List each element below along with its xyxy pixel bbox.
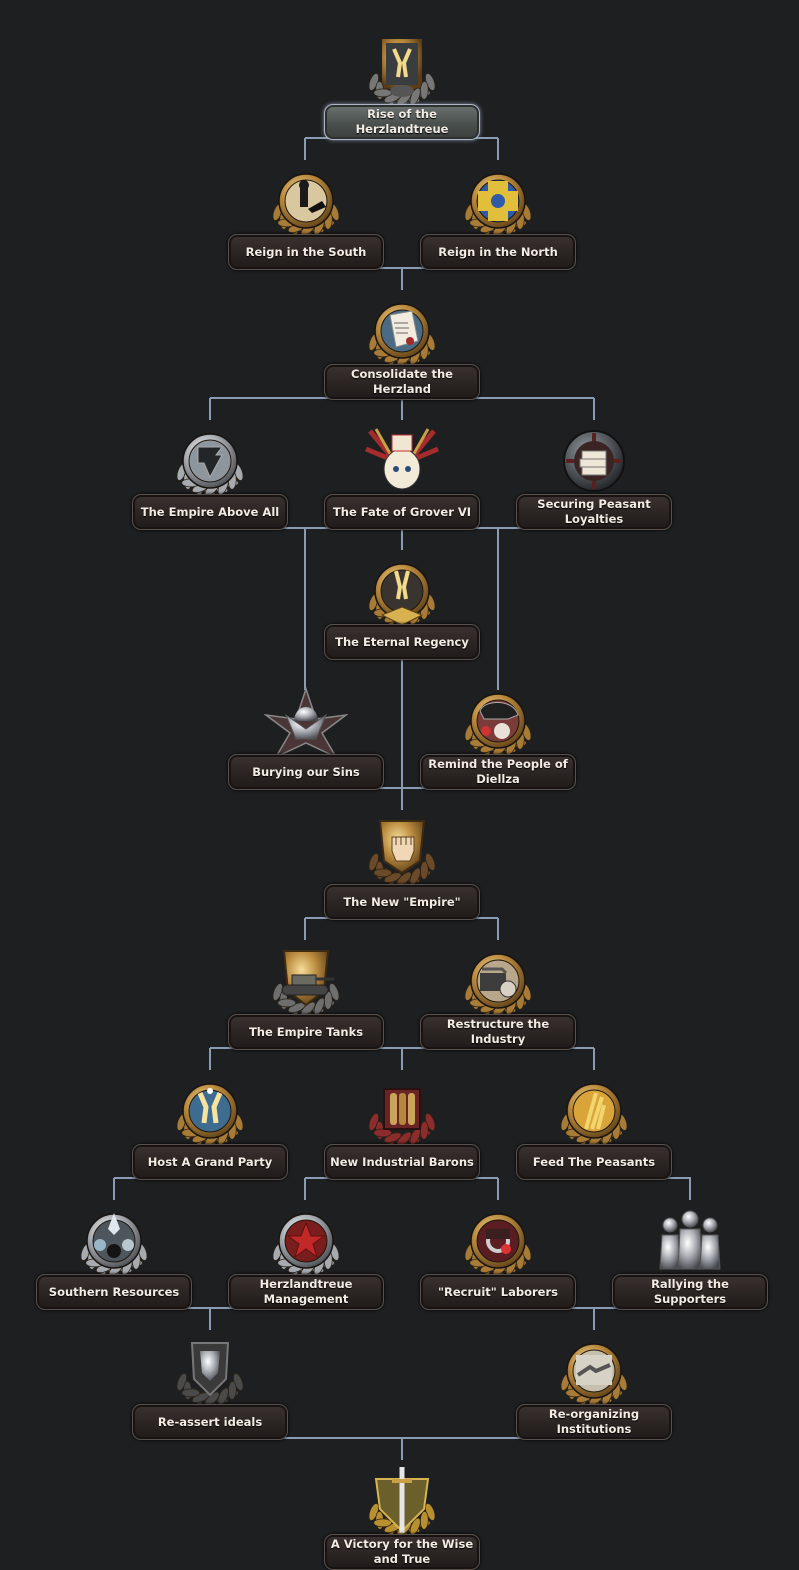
focus-label[interactable]: Host A Grand Party xyxy=(132,1144,288,1180)
focus-label[interactable]: Securing Peasant Loyalties xyxy=(516,494,672,530)
focus-label[interactable]: Remind the People of Diellza xyxy=(420,754,576,790)
focus-label[interactable]: Reign in the South xyxy=(228,234,384,270)
blue-flag-emblem-icon[interactable] xyxy=(456,165,540,237)
focus-label[interactable]: Rise of the Herzlandtreue xyxy=(324,104,480,140)
tank-icon[interactable] xyxy=(264,945,348,1017)
focus-label[interactable]: Reign in the North xyxy=(420,234,576,270)
focus-label[interactable]: Restructure the Industry xyxy=(420,1014,576,1050)
chess-pieces-icon[interactable] xyxy=(264,165,348,237)
focus-label[interactable]: The Empire Above All xyxy=(132,494,288,530)
machinery-icon[interactable] xyxy=(456,945,540,1017)
focus-label[interactable]: Southern Resources xyxy=(36,1274,192,1310)
paper-stack-icon[interactable] xyxy=(552,425,636,497)
focus-label[interactable]: The Eternal Regency xyxy=(324,624,480,660)
focus-label[interactable]: Consolidate the Herzland xyxy=(324,364,480,400)
artillery-shells-icon[interactable] xyxy=(360,1075,444,1147)
focus-label[interactable]: "Recruit" Laborers xyxy=(420,1274,576,1310)
champagne-toast-icon[interactable] xyxy=(168,1075,252,1147)
crystals-icon[interactable] xyxy=(72,1205,156,1277)
focus-label[interactable]: Rallying the Supporters xyxy=(612,1274,768,1310)
wheat-icon[interactable] xyxy=(552,1075,636,1147)
iron-shield-icon[interactable] xyxy=(168,1335,252,1407)
focus-label[interactable]: New Industrial Barons xyxy=(324,1144,480,1180)
focus-label[interactable]: Feed The Peasants xyxy=(516,1144,672,1180)
pony-portrait-icon[interactable] xyxy=(360,425,444,497)
focus-label[interactable]: Re-assert ideals xyxy=(132,1404,288,1440)
focus-label[interactable]: The Fate of Grover VI xyxy=(324,494,480,530)
sword-shield-icon[interactable] xyxy=(360,1465,444,1537)
champagne-glasses-icon[interactable] xyxy=(360,35,444,107)
shackles-icon[interactable] xyxy=(456,1205,540,1277)
helmet-skull-icon[interactable] xyxy=(456,685,540,757)
focus-label[interactable]: Burying our Sins xyxy=(228,754,384,790)
raised-fist-icon[interactable] xyxy=(360,815,444,887)
sealed-document-icon[interactable] xyxy=(360,295,444,367)
silver-eagle-icon[interactable] xyxy=(264,685,348,757)
focus-label[interactable]: The New "Empire" xyxy=(324,884,480,920)
focus-label[interactable]: Re-organizing Institutions xyxy=(516,1404,672,1440)
champagne-eagle-icon[interactable] xyxy=(360,555,444,627)
focus-label[interactable]: A Victory for the Wise and True xyxy=(324,1534,480,1570)
red-star-icon[interactable] xyxy=(264,1205,348,1277)
handshake-icon[interactable] xyxy=(552,1335,636,1407)
empire-emblem-icon[interactable] xyxy=(168,425,252,497)
focus-label[interactable]: Herzlandtreue Management xyxy=(228,1274,384,1310)
crowd-icon[interactable] xyxy=(648,1205,732,1277)
focus-label[interactable]: The Empire Tanks xyxy=(228,1014,384,1050)
